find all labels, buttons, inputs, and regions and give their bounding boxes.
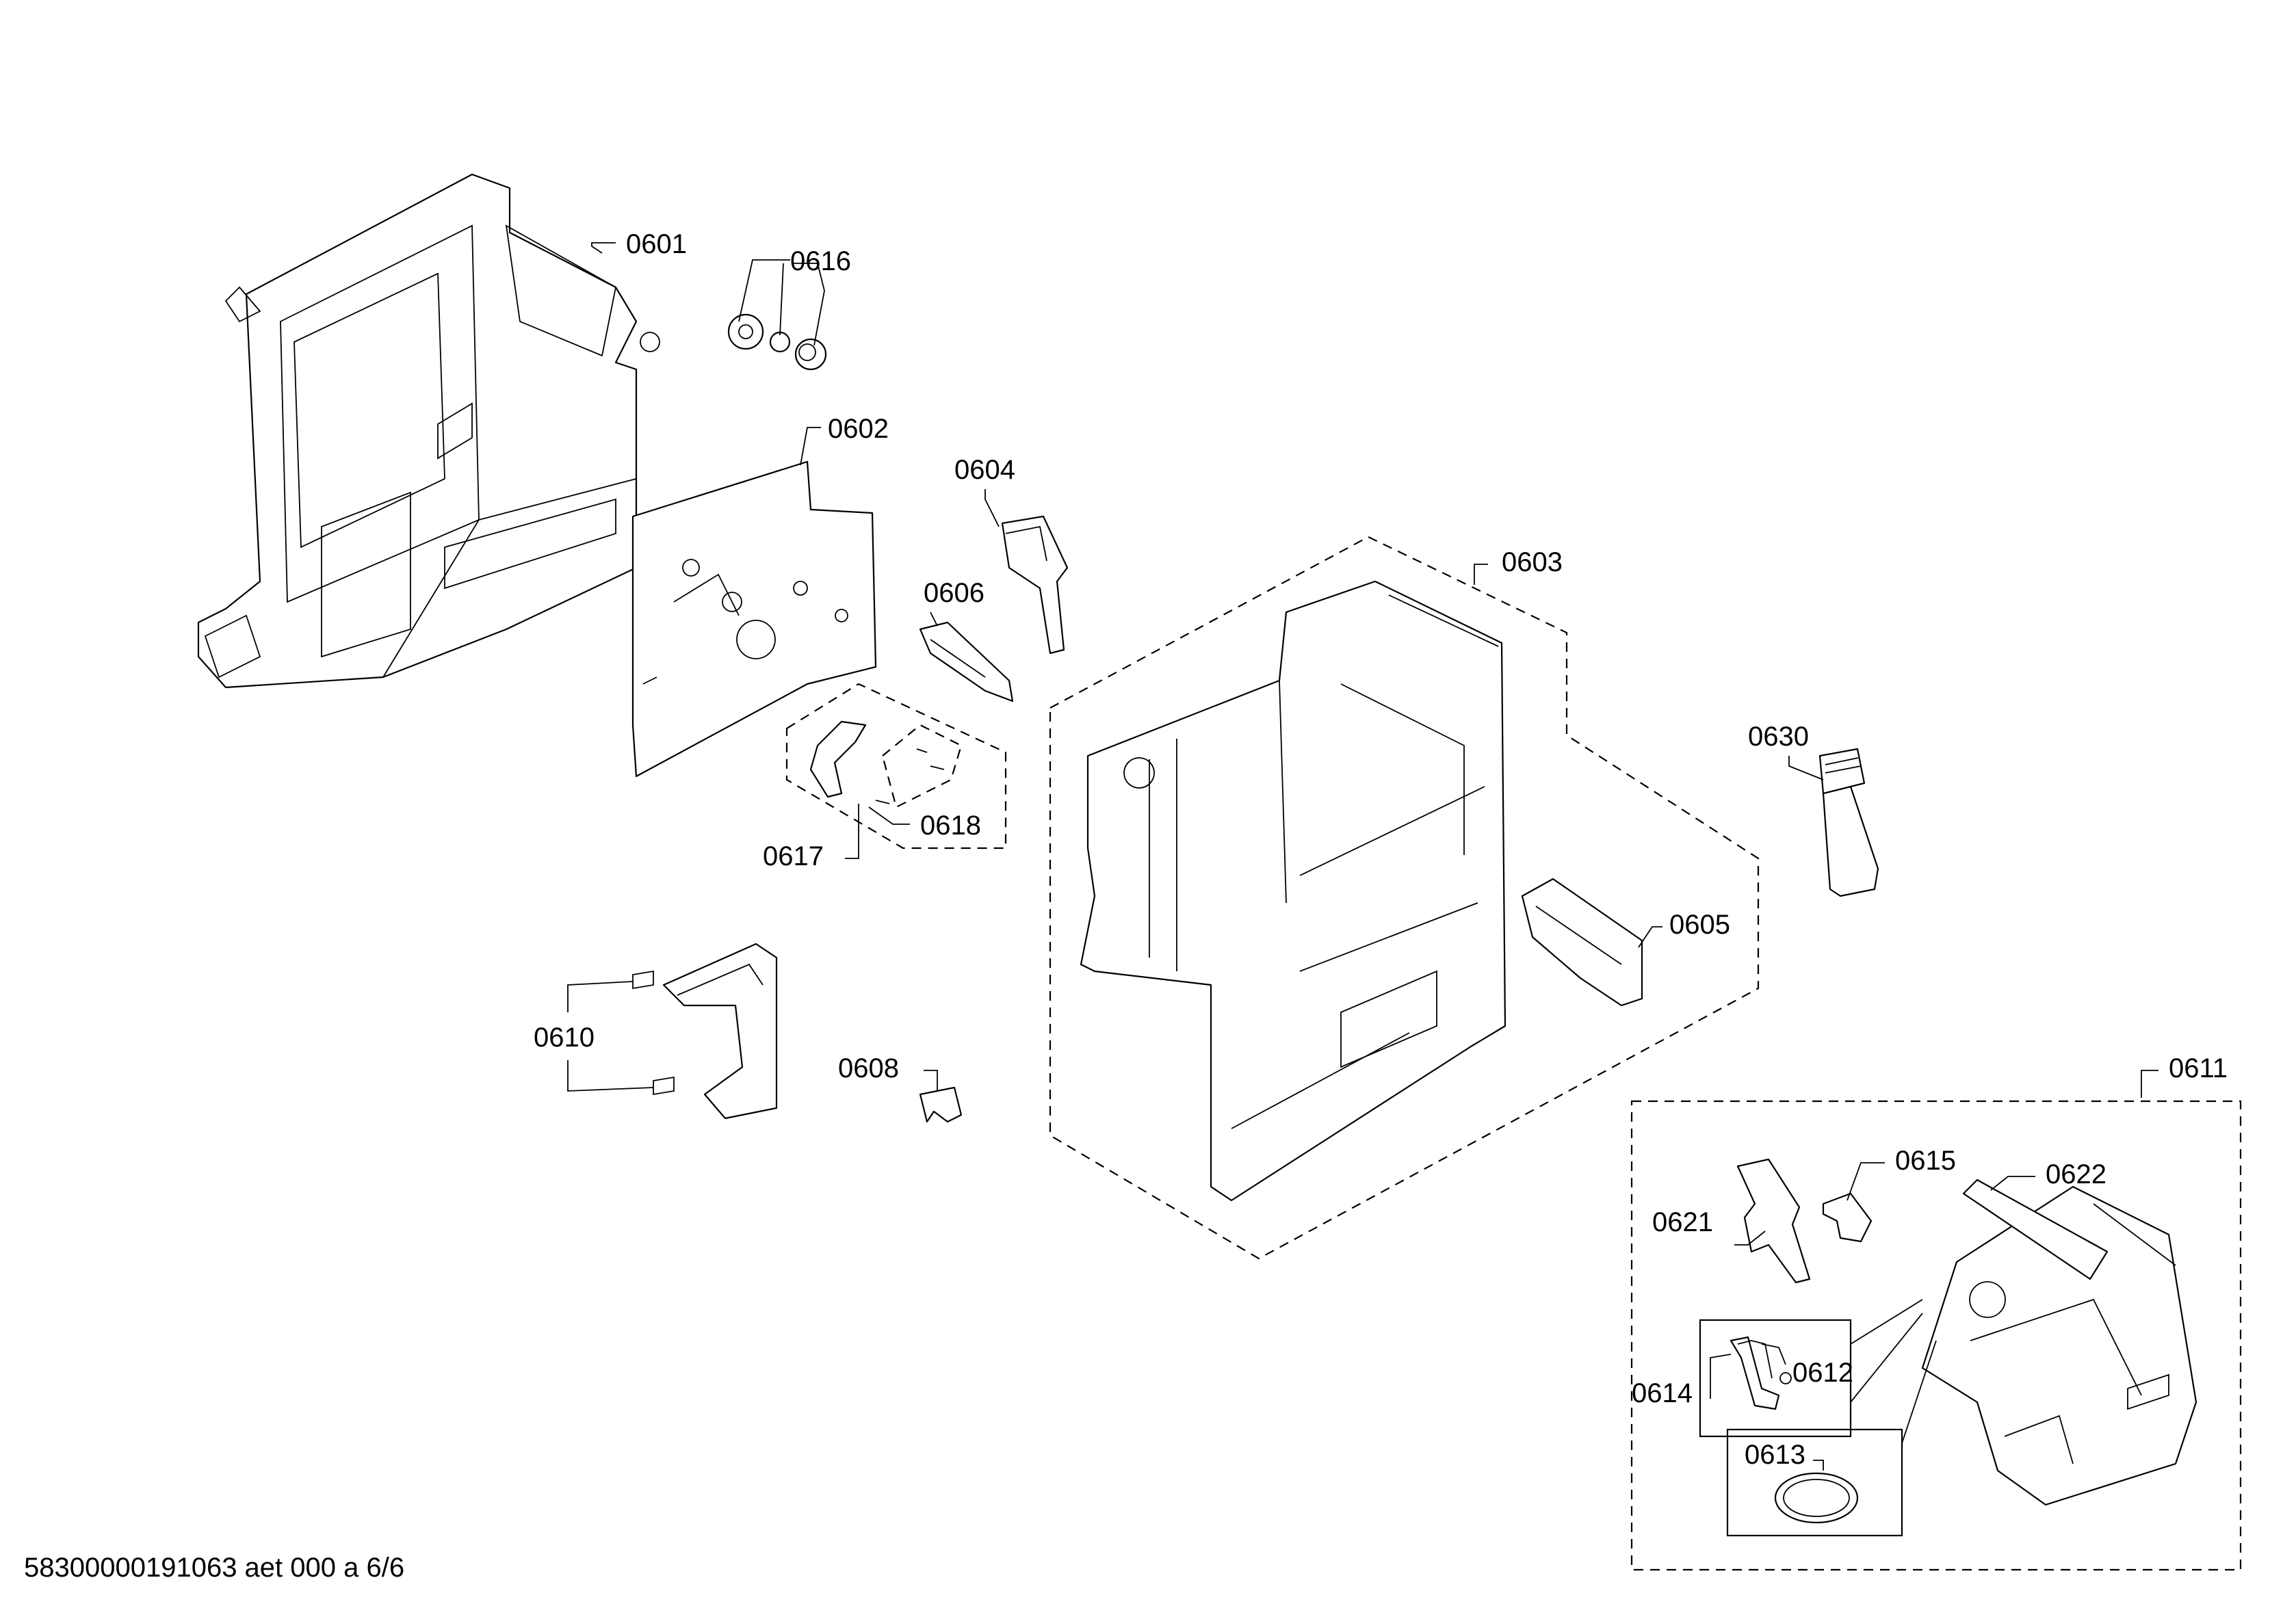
- callout-0606: 0606: [924, 578, 984, 627]
- callout-0601: 0601: [591, 229, 687, 259]
- label-0616: 0616: [790, 246, 851, 276]
- label-0603: 0603: [1502, 547, 1563, 577]
- label-0611: 0611: [2169, 1053, 2228, 1083]
- callout-0608: 0608: [838, 1053, 938, 1091]
- callout-0616: 0616: [738, 246, 851, 346]
- part-0608-clip: [919, 1086, 963, 1123]
- part-0621-lever: [1736, 1158, 1811, 1284]
- label-0615: 0615: [1895, 1146, 1956, 1176]
- part-0622-lid: [1962, 1179, 2109, 1280]
- part-0602-board: [631, 460, 877, 778]
- callout-0603: 0603: [1474, 547, 1563, 585]
- part-0605-bracket: [1521, 878, 1643, 1007]
- callout-0621: 0621: [1652, 1207, 1766, 1246]
- group-0617-0618: [785, 683, 1007, 850]
- callout-0611: 0611: [2141, 1053, 2228, 1098]
- callout-0613: 0613: [1745, 1440, 1824, 1471]
- label-0617: 0617: [763, 841, 824, 871]
- callout-0614: 0614: [1632, 1354, 1732, 1408]
- label-0621: 0621: [1652, 1207, 1713, 1237]
- part-0601-frame: [197, 173, 660, 689]
- label-0602: 0602: [828, 414, 889, 444]
- label-0614: 0614: [1632, 1378, 1693, 1408]
- part-0630-tube: [1818, 748, 1879, 897]
- group-0613-seal: [1726, 1340, 1937, 1537]
- part-0615-sensor: [1822, 1192, 1873, 1243]
- label-0605: 0605: [1669, 910, 1730, 940]
- label-0601: 0601: [626, 229, 687, 259]
- label-0606: 0606: [924, 578, 984, 608]
- part-0610-support: [632, 943, 778, 1120]
- callout-0622: 0622: [1990, 1159, 2106, 1191]
- callout-0630: 0630: [1748, 722, 1824, 780]
- document-footer: 58300000191063 aet 000 a 6/6: [24, 1553, 404, 1583]
- callout-0604: 0604: [954, 455, 1015, 527]
- label-0604: 0604: [954, 455, 1015, 485]
- group-0603-housing: [1049, 536, 1760, 1260]
- callout-0610: 0610: [534, 981, 654, 1092]
- callout-0618: 0618: [868, 806, 981, 841]
- callout-0615: 0615: [1847, 1146, 1956, 1201]
- label-0622: 0622: [2046, 1159, 2106, 1189]
- label-0610: 0610: [534, 1023, 595, 1053]
- callout-0617: 0617: [763, 804, 859, 871]
- label-0630: 0630: [1748, 722, 1809, 752]
- callout-0612: 0612: [1761, 1343, 1853, 1388]
- group-0612-0614: [1699, 1299, 1923, 1438]
- callout-0605: 0605: [1638, 910, 1730, 948]
- callout-0602: 0602: [800, 414, 889, 466]
- group-0611-brew-unit: [1630, 1100, 2242, 1571]
- part-0606-slide: [919, 621, 1014, 702]
- label-0612: 0612: [1792, 1358, 1853, 1388]
- part-0604-lever: [1001, 515, 1069, 655]
- label-0613: 0613: [1745, 1440, 1805, 1470]
- label-0608: 0608: [838, 1053, 899, 1083]
- label-0618: 0618: [920, 811, 981, 841]
- part-0616-knob-set: [727, 313, 827, 371]
